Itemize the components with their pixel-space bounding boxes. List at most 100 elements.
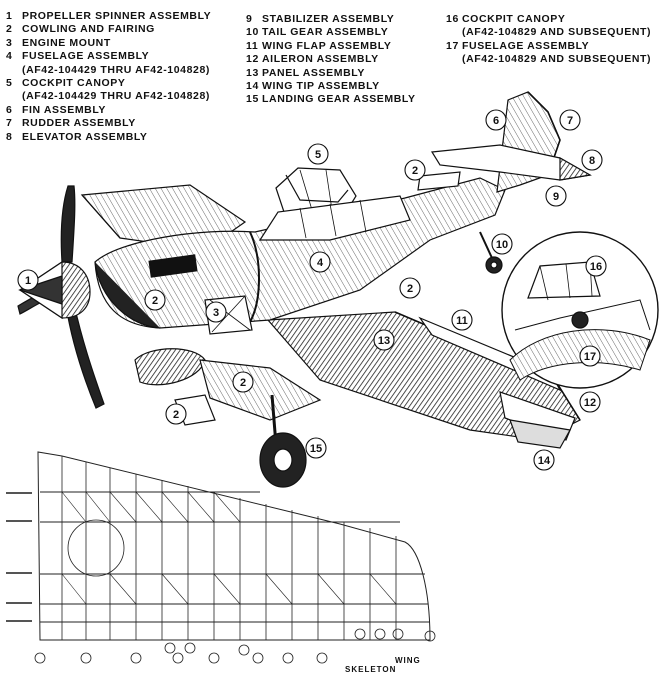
wing-outline (37, 451, 431, 641)
callout-circle (305, 437, 327, 459)
callout-circle (579, 391, 601, 413)
callout-circle (205, 301, 227, 323)
legend-item-serial-range: (AF42-104829 AND SUBSEQUENT) (462, 53, 652, 66)
wing-skeleton-drawing (34, 451, 436, 664)
callout-circle (451, 309, 473, 331)
callout-circle (399, 277, 421, 299)
wing-wheel-well (67, 519, 125, 577)
legend-item-label: FUSELAGE ASSEMBLY (22, 50, 150, 63)
callout-number: 10 (496, 239, 508, 251)
legend-item: 6 FIN ASSEMBLY (6, 104, 211, 117)
wing-caption: WING (395, 656, 421, 665)
callout-circle (373, 329, 395, 351)
legend-item-label: FIN ASSEMBLY (22, 103, 107, 116)
wing-station-labels (6, 492, 32, 622)
callout-circle (491, 233, 513, 255)
callout-circle (17, 269, 39, 291)
legend-item-label: RUDDER ASSEMBLY (22, 117, 136, 130)
legend-item-label: LANDING GEAR ASSEMBLY (262, 93, 416, 106)
callout-circle (232, 371, 254, 393)
callout-number: 4 (317, 257, 324, 269)
callout-number: 14 (538, 455, 551, 467)
brace-lines (61, 491, 397, 605)
callout-number: 16 (590, 261, 602, 273)
legend-item-serial-range: (AF42-104429 THRU AF42-104828) (22, 63, 211, 76)
callout-number: 2 (240, 377, 246, 389)
legend-item-label: PANEL ASSEMBLY (262, 66, 365, 79)
legend-item-number: 6 (6, 103, 13, 116)
callout-circle (579, 345, 601, 367)
legend-item: 5 COCKPIT CANOPY (6, 77, 211, 90)
legend-item: 7 RUDDER ASSEMBLY (6, 117, 211, 130)
legend-item-number: 7 (6, 117, 13, 130)
callout-number: 15 (310, 443, 322, 455)
legend-item-label: ELEVATOR ASSEMBLY (22, 130, 148, 143)
legend-item-label: WING FLAP ASSEMBLY (262, 39, 392, 52)
callout-number: 3 (213, 307, 219, 319)
legend-item-serial-range: (AF42-104829 AND SUBSEQUENT) (462, 26, 652, 39)
callout-circle (165, 403, 187, 425)
legend-item-number: 17 (446, 39, 459, 52)
callout-number: 11 (456, 315, 468, 327)
callout-circle (559, 109, 581, 131)
rib-lines (61, 456, 397, 640)
legend-item-number: 5 (6, 77, 13, 90)
legend-item-label: WING TIP ASSEMBLY (262, 80, 380, 93)
tail-assembly-shape (417, 91, 592, 193)
callout-circle (404, 159, 426, 181)
callout-circle (485, 109, 507, 131)
callout-number: 2 (152, 295, 158, 307)
legend-item-label: STABILIZER ASSEMBLY (262, 13, 395, 25)
legend-item-label: PROPELLER SPINNER ASSEMBLY (22, 10, 212, 22)
legend-item: 3 ENGINE MOUNT (6, 37, 211, 50)
inset-detail-circle (501, 231, 659, 389)
legend-item-label: ENGINE MOUNT (22, 36, 111, 49)
legend-item-number: 12 (246, 53, 259, 66)
legend-item: 2 COWLING AND FAIRING (6, 23, 211, 36)
legend-item-number: 1 (6, 10, 13, 22)
callout-number: 2 (173, 409, 179, 421)
callout-circle (309, 251, 331, 273)
callout-number: 2 (412, 165, 418, 177)
legend-item-number: 9 (246, 13, 253, 25)
callout-circle (585, 255, 607, 277)
callout-number: 17 (584, 351, 596, 363)
legend-item-number: 16 (446, 13, 459, 25)
legend-item-number: 13 (246, 66, 259, 79)
skeleton-caption: SKELETON (345, 665, 397, 674)
callout-number: 7 (567, 115, 573, 127)
legend-item-label: TAIL GEAR ASSEMBLY (262, 26, 389, 39)
legend-item-label: FUSELAGE ASSEMBLY (462, 39, 590, 52)
legend-item-number: 3 (6, 36, 13, 49)
legend-item-number: 14 (246, 80, 259, 93)
legend-item-number: 2 (6, 23, 13, 36)
legend-item-serial-range: (AF42-104429 THRU AF42-104828) (22, 90, 211, 103)
tail-gear-shape (479, 231, 503, 274)
callout-circle (581, 149, 603, 171)
callout-number: 5 (315, 149, 321, 161)
spinner-shape (18, 260, 91, 320)
callout-number: 9 (553, 191, 559, 203)
callout-number: 13 (378, 335, 390, 347)
callout-number: 12 (584, 397, 596, 409)
legend-item-label: COWLING AND FAIRING (22, 23, 155, 36)
landing-gear-shape (259, 394, 307, 488)
legend-item-label: COCKPIT CANOPY (22, 77, 126, 90)
canopy-frame-shape (258, 195, 411, 241)
callout-number: 1 (25, 275, 31, 287)
lower-cowling-shape (134, 348, 322, 426)
